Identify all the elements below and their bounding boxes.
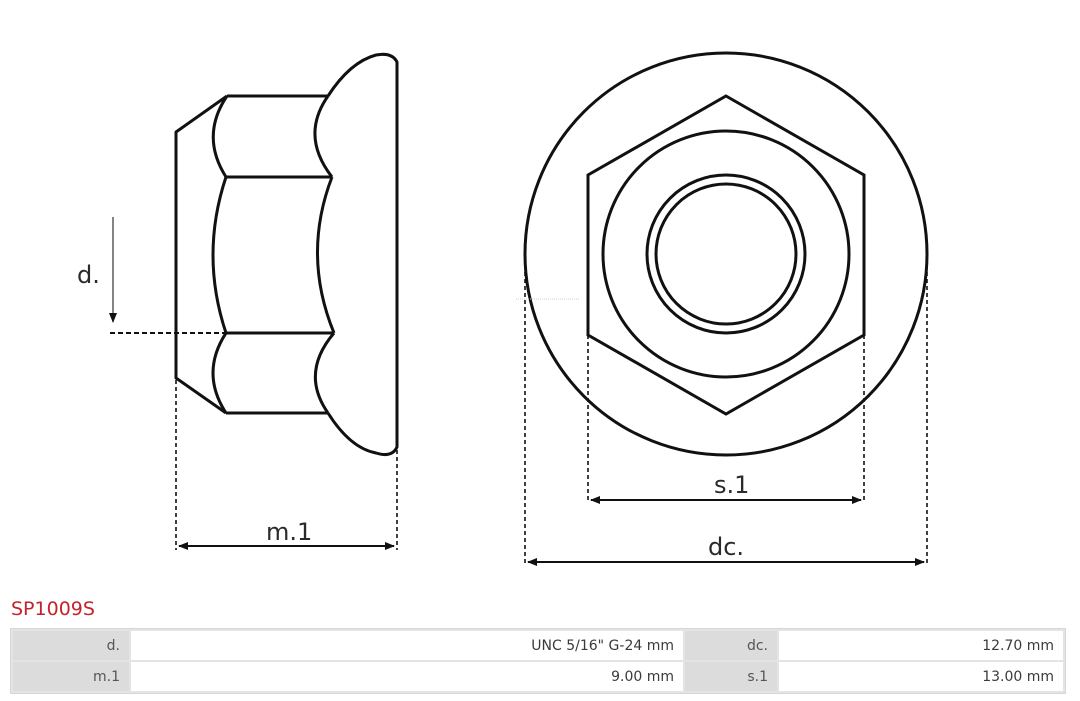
side-view bbox=[174, 52, 399, 456]
dc-label: dc. bbox=[708, 533, 744, 561]
spec-value: 9.00 mm bbox=[131, 662, 683, 691]
spec-value: 12.70 mm bbox=[779, 631, 1063, 660]
m1-dimension: m.1 bbox=[175, 380, 398, 550]
technical-drawing: d. m.1 s.1 dc. bbox=[77, 51, 929, 566]
spec-label: d. bbox=[13, 631, 129, 660]
part-number-title: SP1009S bbox=[11, 598, 95, 620]
table-row: m.1 9.00 mm s.1 13.00 mm bbox=[13, 662, 1063, 691]
spec-label: m.1 bbox=[13, 662, 129, 691]
s1-dimension: s.1 bbox=[587, 335, 865, 504]
spec-value: 13.00 mm bbox=[779, 662, 1063, 691]
hex-outline bbox=[586, 94, 866, 416]
flange-circle bbox=[523, 51, 929, 457]
spec-label: s.1 bbox=[685, 662, 777, 691]
d-label: d. bbox=[77, 261, 100, 289]
s1-label: s.1 bbox=[714, 471, 749, 499]
dc-dimension: dc. bbox=[524, 265, 928, 566]
m1-label: m.1 bbox=[266, 518, 312, 546]
spec-value: UNC 5/16" G-24 mm bbox=[131, 631, 683, 660]
front-view bbox=[523, 51, 929, 457]
specification-table: d. UNC 5/16" G-24 mm dc. 12.70 mm m.1 9.… bbox=[10, 628, 1066, 694]
d-dimension: d. bbox=[77, 217, 226, 334]
spec-label: dc. bbox=[685, 631, 777, 660]
table-row: d. UNC 5/16" G-24 mm dc. 12.70 mm bbox=[13, 631, 1063, 660]
